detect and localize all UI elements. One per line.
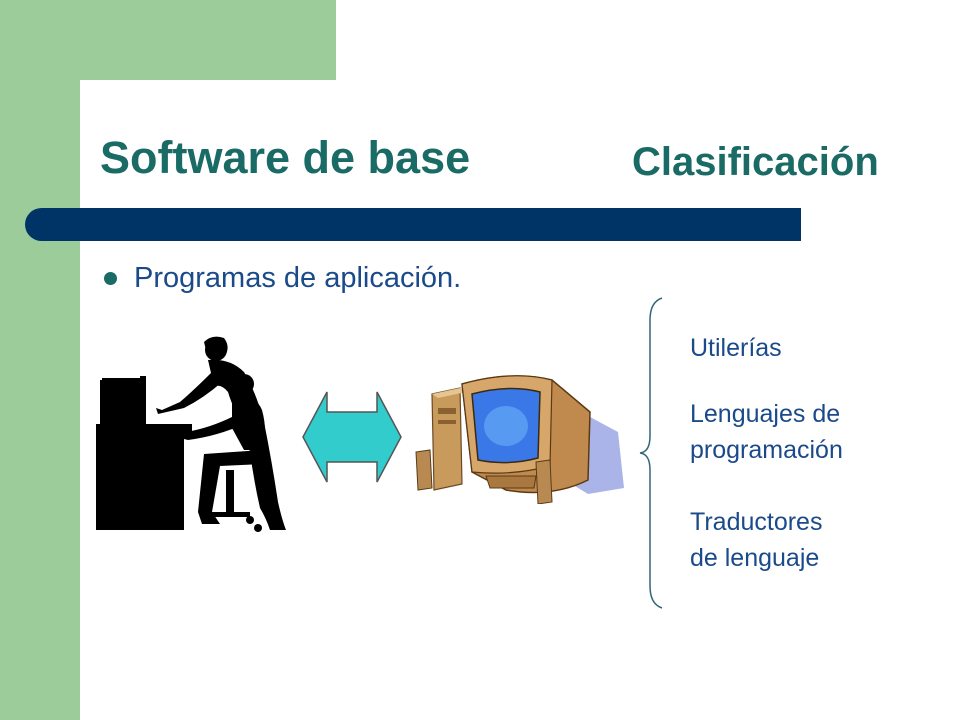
list-item-utilerias: Utilerías — [690, 334, 782, 362]
top-accent-block — [0, 0, 336, 80]
people-at-computer-icon — [96, 336, 286, 532]
bullet-dot-icon — [104, 271, 117, 285]
slide-subtitle: Clasificación — [632, 140, 879, 184]
curly-brace-icon — [639, 297, 663, 609]
computer-icon — [415, 375, 624, 504]
left-accent-stripe — [0, 0, 80, 720]
bullet-text: Programas de aplicación. — [134, 261, 462, 294]
list-item-traductores: Traductores de lenguaje — [690, 508, 823, 572]
bullet-item: Programas de aplicación. — [104, 258, 461, 298]
slide-title: Software de base — [100, 132, 471, 183]
list-item-lenguajes: Lenguajes de programación — [690, 400, 843, 464]
title-divider-bar — [25, 208, 801, 241]
double-arrow-icon — [302, 391, 402, 483]
